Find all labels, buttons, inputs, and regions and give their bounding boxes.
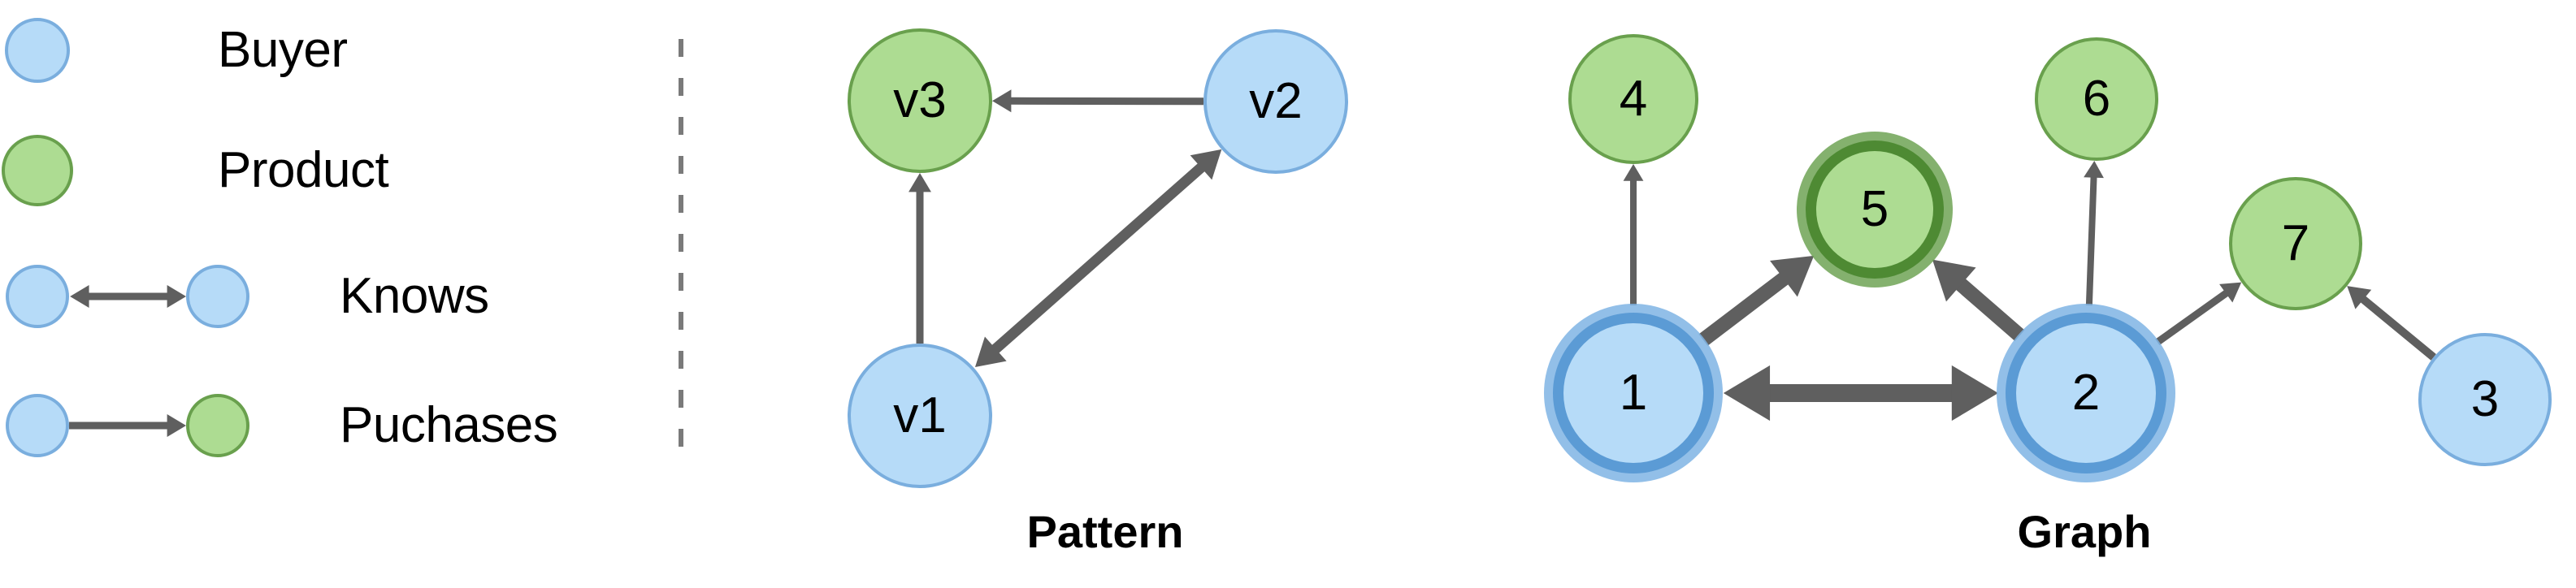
pattern-node-v2 (1203, 29, 1348, 174)
node-circle-v3[interactable] (848, 28, 992, 173)
legend-swatch-buyer (5, 18, 70, 83)
edge-line-e2-7[interactable] (2155, 288, 2231, 345)
graph-node-label-2: 2 (2071, 365, 2101, 421)
pattern-edge-v1-v3 (909, 173, 931, 344)
legend-edge-node-from-puchases (6, 394, 69, 457)
legend-edge-legend-knows (70, 285, 186, 308)
legend-label-buyer: Buyer (218, 22, 348, 78)
edge-arrowhead-rev-e1-2 (1723, 365, 1771, 422)
graph-node-1 (1544, 304, 1723, 482)
edge-line-v2-v3[interactable] (1008, 97, 1204, 106)
pattern-node-label-v1: v1 (893, 387, 947, 443)
pattern-edge-v1-v2 (974, 149, 1222, 367)
node-circle-v2[interactable] (1203, 29, 1348, 174)
edge-line-e3-7[interactable] (2358, 294, 2436, 361)
graph-node-5 (1797, 132, 1953, 288)
node-circle-knows-b[interactable] (186, 265, 249, 328)
node-circle-7[interactable] (2229, 177, 2362, 310)
node-circle-product[interactable] (2, 135, 73, 206)
node-circle-puchases-b[interactable] (186, 394, 249, 457)
edge-line-e2-5[interactable] (1952, 275, 2025, 341)
node-circle-3[interactable] (2418, 333, 2552, 466)
node-circle-1[interactable] (1563, 323, 1703, 463)
graph-node-3 (2418, 333, 2552, 466)
graph-node-4 (1568, 34, 1698, 164)
edge-arrowhead-rev-legend-knows (70, 285, 89, 308)
node-circle-knows-a[interactable] (6, 265, 69, 328)
edge-arrowhead-e1-5 (1770, 255, 1815, 297)
node-circle-6[interactable] (2035, 37, 2158, 161)
graph-caption: Graph (2017, 506, 2152, 557)
edge-arrowhead-e2-5 (1932, 259, 1976, 302)
pattern-node-label-v3: v3 (893, 72, 947, 128)
graph-edge-e2-6 (2084, 160, 2104, 306)
graph-edge-e2-7 (2155, 282, 2242, 345)
graph-node-7 (2229, 177, 2362, 310)
graph-edge-e1-4 (1623, 164, 1644, 305)
legend-edge-node-to-knows (186, 265, 249, 328)
edge-arrowhead-e3-7 (2347, 286, 2372, 309)
graph-node-label-1: 1 (1619, 365, 1648, 421)
graph-edge-e1-2 (1723, 365, 1998, 422)
graph-edge-e1-5 (1698, 255, 1815, 346)
legend-edge-legend-puchases (69, 414, 186, 437)
edge-line-e2-6[interactable] (2085, 175, 2097, 306)
node-circle-5[interactable] (1816, 151, 1933, 268)
legend-label-product: Product (218, 142, 389, 198)
edge-arrowhead-v1-v2 (1190, 149, 1222, 180)
legend-swatch-product (2, 135, 73, 206)
edge-arrowhead-legend-knows (167, 285, 186, 308)
legend-label-puchases: Puchases (340, 397, 558, 453)
legend-label-knows: Knows (340, 268, 489, 324)
legend-edge-node-to-puchases (186, 394, 249, 457)
node-circle-4[interactable] (1568, 34, 1698, 164)
pattern-edge-v2-v3 (991, 89, 1204, 113)
edge-arrowhead-rev-v1-v2 (974, 336, 1007, 367)
edge-arrowhead-e2-7 (2219, 282, 2242, 303)
graph-node-label-7: 7 (2281, 215, 2310, 271)
node-circle-2[interactable] (2016, 323, 2156, 463)
graph-node-6 (2035, 37, 2158, 161)
edge-arrowhead-e2-6 (2084, 160, 2104, 179)
graph-node-label-4: 4 (1619, 71, 1648, 127)
edge-line-v1-v2[interactable] (989, 161, 1208, 356)
graph-node-label-3: 3 (2470, 371, 2500, 427)
pattern-node-v1 (848, 344, 992, 488)
edge-arrowhead-v2-v3 (991, 89, 1012, 113)
legend-edge-node-from-knows (6, 265, 69, 328)
node-circle-v1[interactable] (848, 344, 992, 488)
graph-node-label-5: 5 (1860, 181, 1889, 237)
edge-line-e1-5[interactable] (1698, 269, 1793, 346)
pattern-node-label-v2: v2 (1249, 73, 1303, 129)
graph-node-2 (1997, 304, 2175, 482)
edge-arrowhead-legend-puchases (167, 414, 186, 437)
edge-arrowhead-e1-2 (1951, 365, 1998, 422)
edge-arrowhead-e1-4 (1623, 164, 1644, 181)
pattern-node-v3 (848, 28, 992, 173)
graph-edge-e3-7 (2347, 286, 2436, 361)
edge-arrowhead-v1-v3 (909, 173, 931, 192)
graph-node-label-6: 6 (2082, 71, 2111, 127)
graph-edge-e2-5 (1932, 259, 2025, 341)
node-circle-puchases-a[interactable] (6, 394, 69, 457)
pattern-caption: Pattern (1026, 506, 1184, 557)
node-circle-buyer[interactable] (5, 18, 70, 83)
